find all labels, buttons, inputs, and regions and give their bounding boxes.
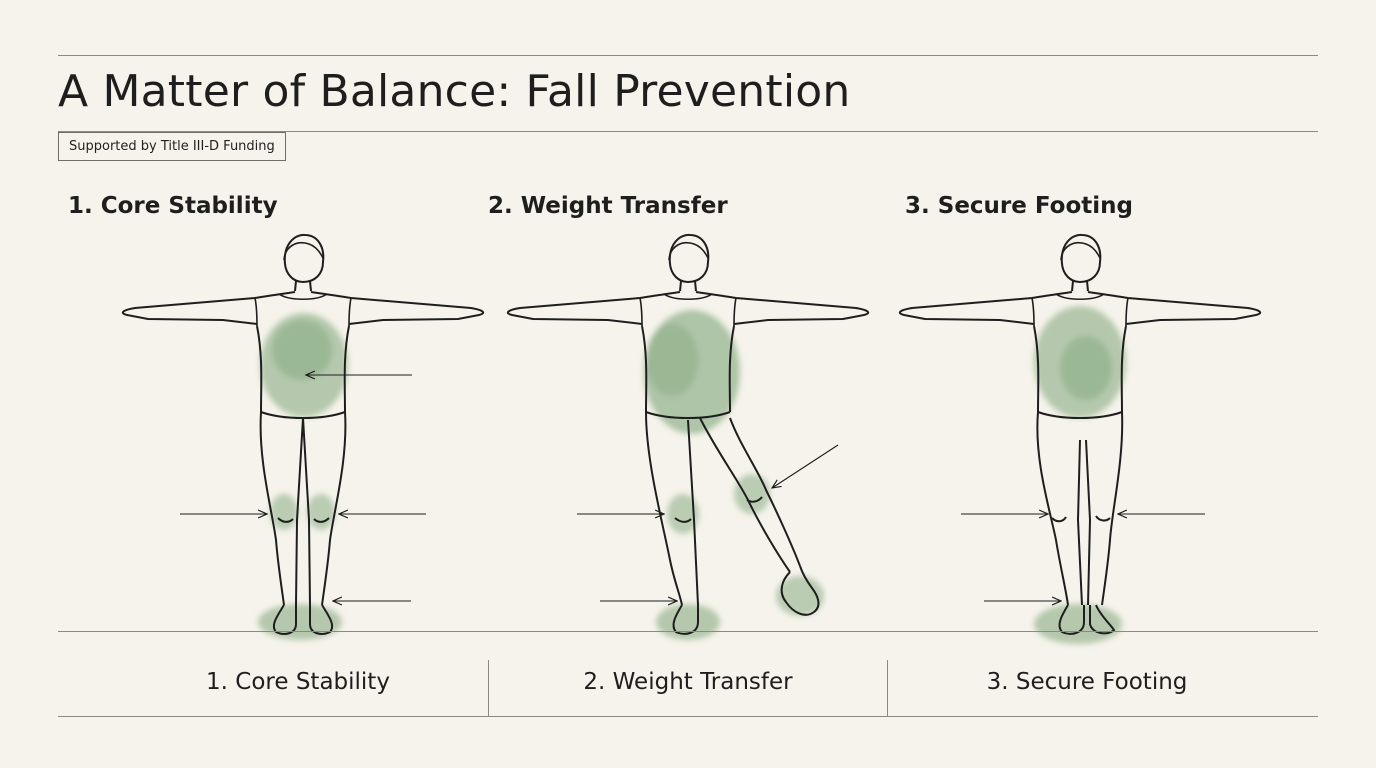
footer-item-core-stability: 1. Core Stability: [206, 669, 390, 695]
page-title: A Matter of Balance: Fall Prevention: [58, 66, 851, 117]
figure-weight-transfer: [506, 233, 870, 640]
funding-badge: Supported by Title III-D Funding: [58, 132, 286, 161]
footer-item-weight-transfer: 2. Weight Transfer: [583, 669, 793, 695]
figure-core-stability: [121, 233, 485, 640]
panel-title-core-stability: 1. Core Stability: [68, 193, 278, 219]
top-rule: [58, 55, 1318, 56]
panel-title-secure-footing: 3. Secure Footing: [905, 193, 1133, 219]
footer-item-secure-footing: 3. Secure Footing: [986, 669, 1188, 695]
footer-divider: [887, 660, 888, 717]
footer-divider: [488, 660, 489, 717]
footer-bottom-rule: [58, 716, 1318, 717]
footer-top-rule: [58, 631, 1318, 632]
title-rule: [58, 131, 1318, 132]
panel-title-weight-transfer: 2. Weight Transfer: [488, 193, 728, 219]
figure-secure-footing: [898, 233, 1262, 644]
